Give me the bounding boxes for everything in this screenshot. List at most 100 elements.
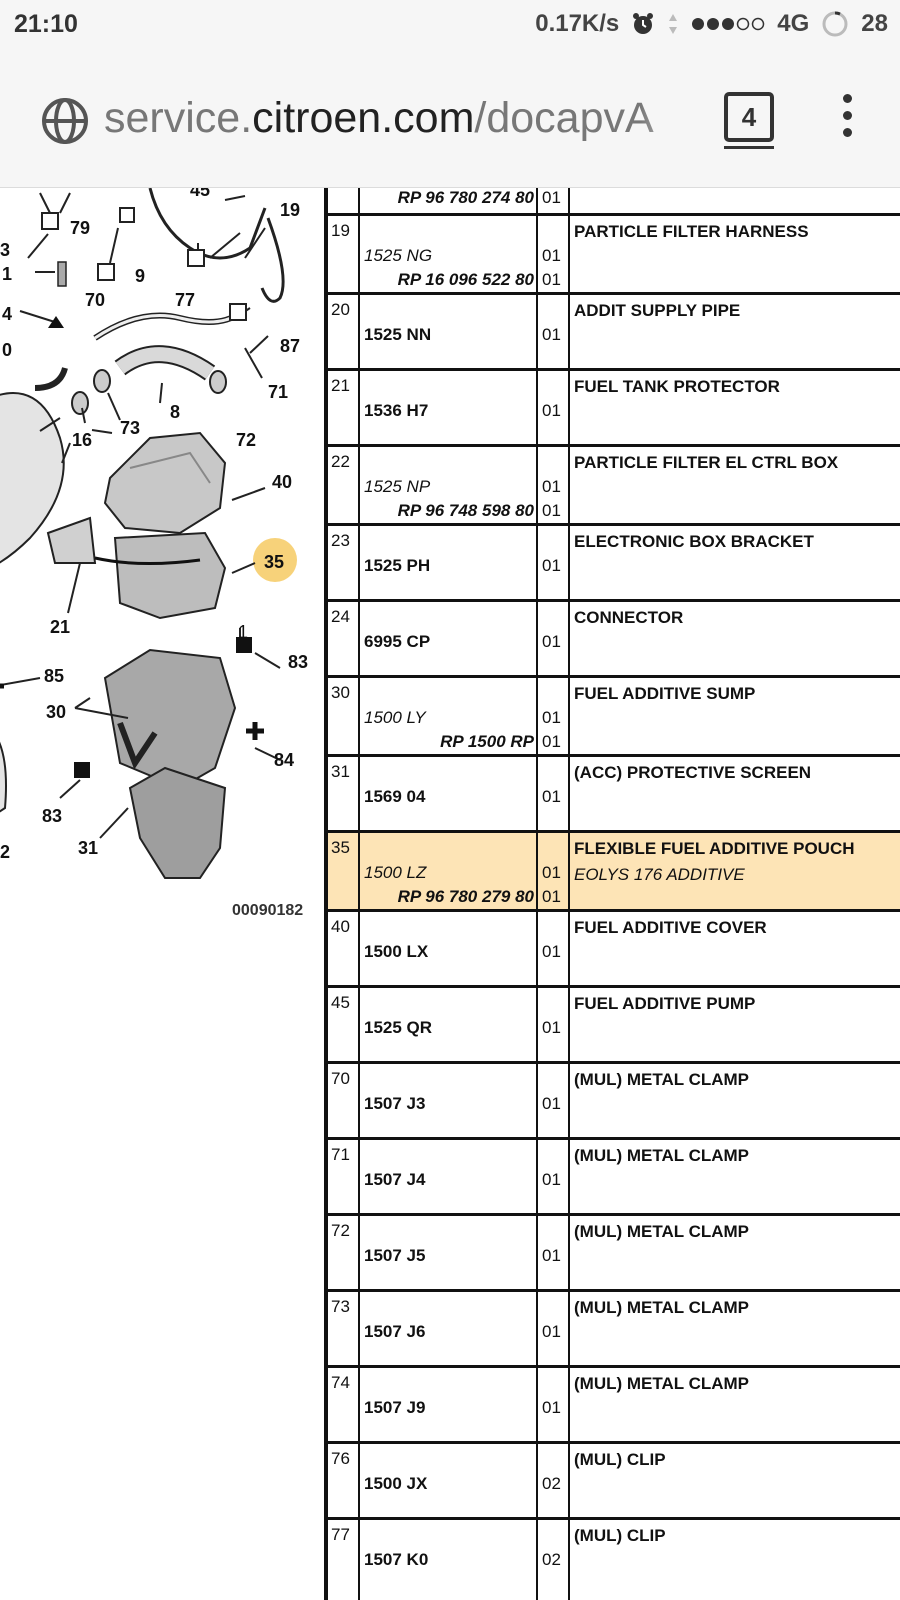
row-number: 24 (328, 602, 360, 675)
table-row[interactable]: 76 1500 JX 02 (MUL) CLIP (328, 1444, 900, 1520)
quantity: 01 (542, 1398, 561, 1417)
callout-label: 1 (238, 622, 248, 642)
table-row[interactable]: 20 1525 NN 01 ADDIT SUPPLY PIPE (328, 295, 900, 371)
part-description: (MUL) CLIP (574, 1526, 666, 1545)
table-row[interactable]: RP 96 780 274 80 01 (328, 188, 900, 216)
row-number: 21 (328, 371, 360, 444)
tabs-icon[interactable]: 4 (724, 92, 774, 142)
callout-label: 3 (0, 240, 10, 260)
quantity: 01 (542, 1170, 561, 1189)
callout-label: 73 (120, 418, 140, 438)
quantity: 01 (542, 887, 561, 906)
alt-reference: 1525 NG (364, 246, 433, 265)
part-reference: 1507 J4 (364, 1170, 426, 1189)
row-number: 31 (328, 757, 360, 830)
callout-label: 31 (78, 838, 98, 858)
part-description: (MUL) METAL CLAMP (574, 1070, 750, 1089)
part-description: ELECTRONIC BOX BRACKET (574, 532, 814, 551)
callout-label: 40 (272, 472, 292, 492)
data-arrows-icon (667, 12, 679, 36)
status-icons: 0.17K/s 4G 28 (535, 10, 888, 38)
callout-labels: 45 19 79 9 77 1 70 4 87 0 71 16 73 8 72 … (0, 188, 308, 862)
quantity: 02 (542, 1550, 561, 1569)
table-row[interactable]: 77 1507 K0 02 (MUL) CLIP (328, 1520, 900, 1600)
network-type: 4G (777, 10, 810, 37)
alt-reference: 1525 NP (364, 477, 431, 496)
alt-reference: 1500 LZ (364, 863, 427, 882)
globe-icon[interactable] (40, 96, 90, 151)
battery-level: 28 (861, 10, 888, 37)
row-number: 40 (328, 912, 360, 985)
part-description: FUEL ADDITIVE SUMP (574, 684, 756, 703)
part-reference: 1525 NN (364, 325, 432, 344)
url-domain: citroen.com (252, 94, 475, 142)
quantity: 01 (542, 1322, 561, 1341)
callout-label: 87 (280, 336, 300, 356)
signal-dots-icon (691, 15, 765, 33)
url-prefix: service. (104, 94, 253, 142)
callout-label: 85 (44, 666, 64, 686)
network-speed: 0.17K/s (535, 10, 620, 37)
part-reference: 6995 CP (364, 632, 431, 651)
table-row[interactable]: 70 1507 J3 01 (MUL) METAL CLAMP (328, 1064, 900, 1140)
part-reference: 1507 K0 (364, 1550, 429, 1569)
table-row[interactable]: 73 1507 J6 01 (MUL) METAL CLAMP (328, 1292, 900, 1368)
quantity: 02 (542, 1474, 561, 1493)
url-field[interactable]: service.citroen.com/docapvA (104, 94, 702, 143)
url-fade (640, 90, 702, 150)
quantity: 01 (542, 270, 561, 289)
callout-label: 4 (2, 304, 12, 324)
row-number: 23 (328, 526, 360, 599)
part-reference: 1507 J6 (364, 1322, 426, 1341)
part-reference: 1536 H7 (364, 401, 429, 420)
callout-label: 19 (280, 200, 300, 220)
quantity: 01 (542, 246, 561, 265)
row-number: 71 (328, 1140, 360, 1213)
clock-time: 21:10 (14, 10, 78, 38)
callout-label: 84 (274, 750, 294, 770)
callout-label: 21 (50, 617, 70, 637)
table-row[interactable]: 45 1525 QR 01 FUEL ADDITIVE PUMP (328, 988, 900, 1064)
part-description: (ACC) PROTECTIVE SCREEN (574, 763, 812, 782)
part-description: FLEXIBLE FUEL ADDITIVE POUCH (574, 839, 855, 858)
part-reference: 1500 LX (364, 942, 429, 961)
part-description: (MUL) CLIP (574, 1450, 666, 1469)
table-row[interactable]: 40 1500 LX 01 FUEL ADDITIVE COVER (328, 912, 900, 988)
row-number: 30 (328, 678, 360, 754)
rp-reference: RP 96 780 279 80 (397, 887, 534, 906)
table-row[interactable]: 21 1536 H7 01 FUEL TANK PROTECTOR (328, 371, 900, 447)
diagram-reference-number: 00090182 (232, 902, 304, 919)
table-row[interactable]: 71 1507 J4 01 (MUL) METAL CLAMP (328, 1140, 900, 1216)
part-description: PARTICLE FILTER EL CTRL BOX (574, 453, 839, 472)
quantity: 01 (542, 325, 561, 344)
rp-reference: RP 1500 RP (440, 732, 534, 751)
callout-label: 16 (72, 430, 92, 450)
callout-label: 70 (85, 290, 105, 310)
alt-reference: 1500 LY (364, 708, 426, 727)
table-row[interactable]: 31 1569 04 01 (ACC) PROTECTIVE SCREEN (328, 757, 900, 833)
row-number: 77 (328, 1520, 360, 1600)
quantity: 01 (542, 501, 561, 520)
part-reference: 1525 PH (364, 556, 431, 575)
quantity: 01 (542, 556, 561, 575)
quantity: 01 (542, 401, 561, 420)
part-description: ADDIT SUPPLY PIPE (574, 301, 741, 320)
table-row[interactable]: 72 1507 J5 01 (MUL) METAL CLAMP (328, 1216, 900, 1292)
row-number: 45 (328, 988, 360, 1061)
part-reference: 1507 J9 (364, 1398, 426, 1417)
alarm-icon (631, 12, 655, 36)
quantity: 01 (542, 1018, 561, 1037)
browser-address-bar: service.citroen.com/docapvA 4 (0, 50, 900, 188)
table-row[interactable]: 74 1507 J9 01 (MUL) METAL CLAMP (328, 1368, 900, 1444)
callout-label: 77 (175, 290, 195, 310)
more-menu-icon[interactable] (832, 94, 862, 138)
callout-label: 72 (236, 430, 256, 450)
parts-diagram[interactable]: 45 19 79 9 77 1 70 4 87 0 71 16 73 8 72 … (0, 188, 326, 928)
table-row[interactable]: 23 1525 PH 01 ELECTRONIC BOX BRACKET (328, 526, 900, 602)
status-bar: 21:10 0.17K/s 4G 28 (0, 0, 900, 50)
table-row[interactable]: 24 6995 CP 01 CONNECTOR (328, 602, 900, 678)
